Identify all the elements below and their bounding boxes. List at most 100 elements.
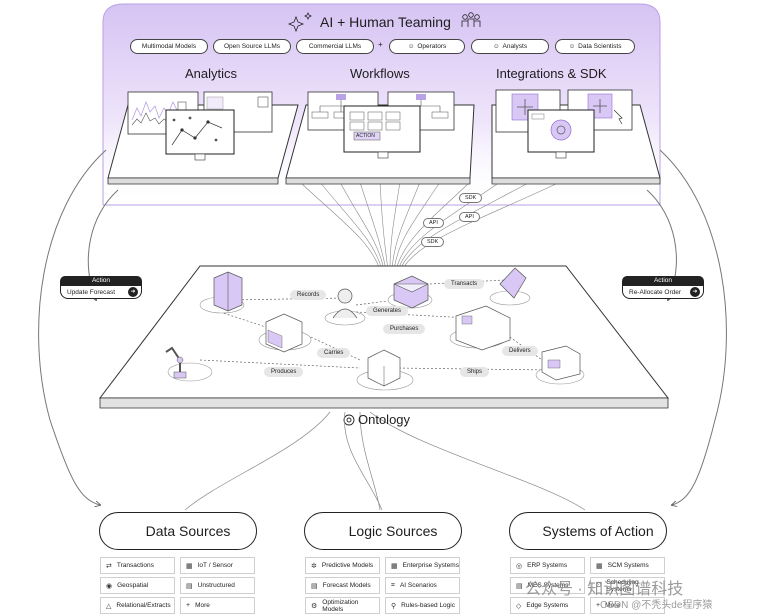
plus-icon: + xyxy=(596,602,601,609)
item-label: ERP Systems xyxy=(527,562,568,569)
pill-operators[interactable]: ☺Operators xyxy=(389,39,465,54)
api-tag: API xyxy=(459,212,480,222)
ontology-icon xyxy=(343,414,355,426)
arrow-right-icon: ➜ xyxy=(128,287,138,297)
item-label: Optimization Models xyxy=(322,598,359,613)
platform-analytics xyxy=(107,91,299,185)
pill-label: Open Source LLMs xyxy=(223,43,280,50)
pill-label: Data Scientists xyxy=(578,43,622,50)
header-title: AI + Human Teaming xyxy=(320,14,451,30)
system-of-action-item[interactable]: ◎ ERP Systems xyxy=(510,557,585,574)
enterprise-icon: ▦ xyxy=(391,562,398,570)
action-card-update-forecast[interactable]: Action Update Forecast ➜ xyxy=(60,276,142,299)
item-label: More xyxy=(605,602,620,609)
data-source-item[interactable]: ◉ Geospatial xyxy=(100,577,175,594)
action-card-header: Action xyxy=(622,276,704,285)
sdk-tag: SDK xyxy=(459,193,483,203)
api-tag: API xyxy=(423,218,444,228)
action-card-label: Update Forecast xyxy=(67,288,116,296)
system-of-action-item[interactable]: ▤ MES Systems xyxy=(510,577,585,594)
plus-icon: + xyxy=(186,602,191,609)
pill-label: Multimodal Models xyxy=(141,43,197,50)
platform-workflows xyxy=(285,91,475,185)
item-label: Unstructured xyxy=(197,582,235,589)
data-source-item[interactable]: + More xyxy=(180,597,255,614)
sensor-icon: ▦ xyxy=(186,562,193,570)
data-source-item[interactable]: △Relational/Extracts xyxy=(100,597,175,614)
sparkle-icon xyxy=(287,12,312,33)
systems-of-action-box[interactable]: Systems of Action xyxy=(509,512,667,550)
geospatial-icon: ◉ xyxy=(106,582,113,590)
edge-produces: Produces xyxy=(264,367,304,377)
pill-label: Operators xyxy=(417,43,447,50)
pill-multimodal-models[interactable]: Multimodal Models xyxy=(130,39,208,54)
watermark-text: 公众号 · 知识图谱科技 xyxy=(525,581,684,598)
edge-ships: Ships xyxy=(460,367,490,377)
scheduling-icon: ⏲ xyxy=(596,581,602,589)
logic-source-item[interactable]: ▤Forecast Models xyxy=(305,577,380,594)
bottom-connectors xyxy=(184,411,586,511)
action-card-header: Action xyxy=(60,276,142,285)
pill-analysts[interactable]: ☺Analysts xyxy=(471,39,549,54)
section-integrations: Integrations & SDK xyxy=(496,66,607,81)
logic-source-item[interactable]: ▦ Enterprise Systems xyxy=(385,557,460,574)
system-of-action-item[interactable]: + More xyxy=(590,597,665,614)
item-label: Predictive Models xyxy=(321,562,374,569)
predictive-icon: ✲ xyxy=(311,562,317,570)
data-source-item[interactable]: ⇄ Transactions xyxy=(100,557,175,574)
operators-icon: ☺ xyxy=(407,43,415,50)
action-screen-label: ACTION xyxy=(356,133,375,139)
plus-sign: + xyxy=(378,40,383,49)
item-label: Rules-based Logic xyxy=(401,602,455,609)
pill-open-source-llms[interactable]: Open Source LLMs xyxy=(213,39,291,54)
logic-sources-box[interactable]: Logic Sources xyxy=(304,512,462,550)
optimization-icon: ⚙ xyxy=(311,602,318,610)
connector-bundle xyxy=(299,181,561,271)
data-source-item[interactable]: ▤ Unstructured xyxy=(180,577,255,594)
pill-data-scientists[interactable]: ☺Data Scientists xyxy=(555,39,635,54)
system-of-action-item[interactable]: ⏲ Scheduling Systems xyxy=(590,577,665,594)
system-of-action-item[interactable]: ◇ Edge Systems xyxy=(510,597,585,614)
action-card-reallocate-order[interactable]: Action Re-Allocate Order ➜ xyxy=(622,276,704,299)
logic-source-item[interactable]: ✲ Predictive Models xyxy=(305,557,380,574)
data-source-item[interactable]: ▦ IoT / Sensor xyxy=(180,557,255,574)
data-sources-box[interactable]: Data Sources xyxy=(99,512,257,550)
item-label: SCM Systems xyxy=(607,562,649,569)
logic-sources-title: Logic Sources xyxy=(348,523,438,539)
platform-integrations xyxy=(491,89,661,185)
item-label: Transactions xyxy=(116,562,154,569)
item-label: More xyxy=(195,602,210,609)
section-workflows: Workflows xyxy=(350,66,410,81)
arrow-right-icon: ➜ xyxy=(690,287,700,297)
item-label: Scheduling Systems xyxy=(606,578,639,593)
edge-purchases: Purchases xyxy=(383,324,426,334)
edge-transacts: Transacts xyxy=(444,279,485,289)
action-card-label: Re-Allocate Order xyxy=(629,288,682,296)
logic-source-item[interactable]: ⌗AI Scenarios xyxy=(385,577,460,594)
edge-delivers: Delivers xyxy=(502,346,538,356)
system-of-action-item[interactable]: ▦ SCM Systems xyxy=(590,557,665,574)
scm-icon: ▦ xyxy=(596,562,603,570)
analysts-icon: ☺ xyxy=(492,43,500,50)
edge-generates: Generates xyxy=(366,306,409,316)
edge-records: Records xyxy=(290,290,327,300)
unstructured-icon: ▤ xyxy=(186,582,193,590)
erp-icon: ◎ xyxy=(516,562,523,570)
item-label: Enterprise Systems xyxy=(402,562,459,569)
data-sources-title: Data Sources xyxy=(145,523,231,539)
logic-source-item[interactable]: ⚙ Optimization Models xyxy=(305,597,380,614)
section-analytics: Analytics xyxy=(185,66,238,81)
transactions-icon: ⇄ xyxy=(106,562,112,570)
scientists-icon: ☺ xyxy=(568,43,576,50)
edge-carries: Carries xyxy=(317,348,351,358)
logic-source-item[interactable]: ⚲Rules-based Logic xyxy=(385,597,460,614)
item-label: MES Systems xyxy=(527,582,569,589)
item-label: Edge Systems xyxy=(526,602,569,609)
item-label: IoT / Sensor xyxy=(197,562,233,569)
item-label: Geospatial xyxy=(117,582,149,589)
edge-icon: ◇ xyxy=(516,602,522,610)
forecast-icon: ▤ xyxy=(311,582,318,590)
pill-commercial-llms[interactable]: Commercial LLMs xyxy=(296,39,374,54)
mes-icon: ▤ xyxy=(516,582,523,590)
